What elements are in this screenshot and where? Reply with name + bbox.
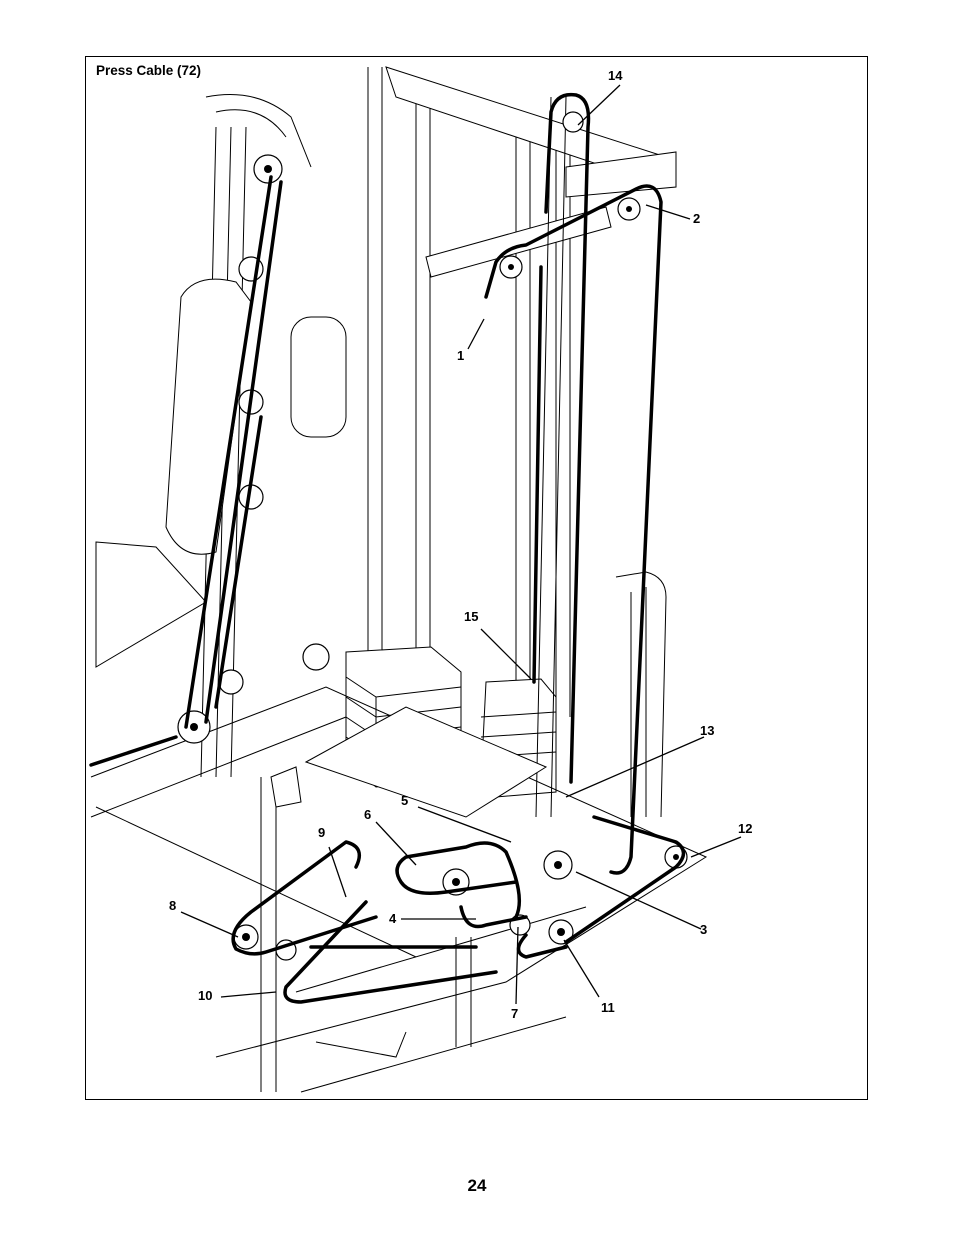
frame-structure [91,67,706,1092]
pulley [303,644,329,670]
callout-12: 12 [738,822,752,836]
diagram-frame: Press Cable (72) 1 2 3 4 5 6 7 8 9 10 11… [85,56,868,1100]
callout-9: 9 [318,826,325,840]
callout-11: 11 [601,1001,615,1015]
page-number: 24 [0,1176,954,1196]
pulleys [178,112,687,960]
callout-10: 10 [198,989,212,1003]
callout-3: 3 [700,923,707,937]
callout-5: 5 [401,794,408,808]
callout-1: 1 [457,349,464,363]
machine-illustration [86,57,869,1101]
callout-7: 7 [511,1007,518,1021]
callout-6: 6 [364,808,371,822]
callout-4: 4 [389,912,396,926]
diagram-title: Press Cable (72) [94,63,203,78]
callout-8: 8 [169,899,176,913]
pulley [563,112,583,132]
callout-13: 13 [700,724,714,738]
callout-15: 15 [464,610,478,624]
callout-14: 14 [608,69,622,83]
callout-2: 2 [693,212,700,226]
pulley-hubs [190,165,679,941]
